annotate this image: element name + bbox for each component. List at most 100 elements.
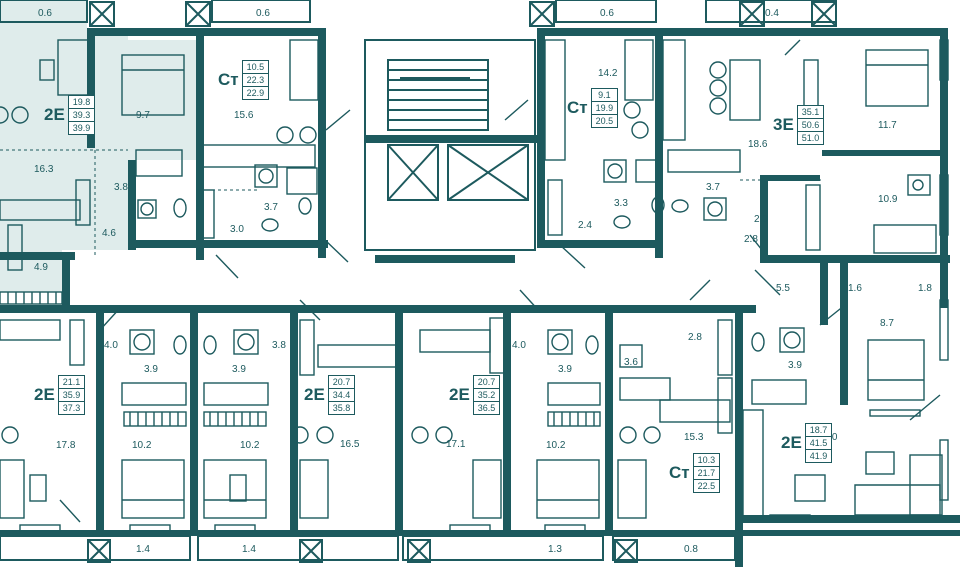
- living-area: 21.1: [58, 376, 85, 389]
- room-area-label: 2.8: [744, 234, 758, 245]
- apartment-type: 2Е: [304, 385, 325, 404]
- room-area-label: 3.9: [144, 364, 158, 375]
- room-area-label: 10.2: [546, 440, 566, 451]
- room-area-label: 3.7: [706, 182, 720, 193]
- room-area-label: 1.4: [136, 544, 150, 555]
- gross-area: 36.5: [477, 403, 496, 413]
- apartment-type: Ст: [567, 98, 588, 117]
- total-area: 19.9: [591, 102, 618, 115]
- apartment-areas: 35.1 50.6 51.0: [796, 105, 825, 145]
- total-area: 22.3: [242, 74, 269, 87]
- room-area-label: 3.9: [232, 364, 246, 375]
- living-area: 19.8: [68, 96, 95, 109]
- apartment-type: 3Е: [773, 115, 794, 134]
- living-area: 20.7: [328, 376, 355, 389]
- room-area-label: 4.0: [512, 340, 526, 351]
- total-area: 41.5: [805, 437, 832, 450]
- room-area-label: 15.6: [234, 110, 254, 121]
- apartment-type: Ст: [669, 463, 690, 482]
- room-area-label: 4.6: [102, 228, 116, 239]
- walls: [0, 28, 960, 567]
- apartment-areas: 18.7 41.5 41.9: [804, 423, 833, 463]
- room-area-label: 0.6: [256, 8, 270, 19]
- doors: [59, 39, 941, 523]
- room-area-labels: 0.6 0.6 0.6 0.4 9.7 16.3 3.8 4.6 4.9 15.6 3.7 3.0 14…: [34, 8, 932, 555]
- gross-area: 20.5: [595, 116, 614, 126]
- apartment-tag-ct-a3[interactable]: Ст 9.1 19.9 20.5: [567, 88, 619, 128]
- stairwell-core: [364, 39, 540, 251]
- apartment-tag-2e-a5[interactable]: 2Е 21.1 35.9 37.3: [34, 375, 86, 415]
- gross-area: 39.9: [72, 123, 91, 133]
- apartment-tag-ct-a2[interactable]: Ст 10.5 22.3 22.9: [218, 60, 270, 100]
- room-area-label: 15.3: [684, 432, 704, 443]
- apartment-tag-3e-a4[interactable]: 3Е 35.1 50.6 51.0: [773, 105, 825, 145]
- apartment-type: Ст: [218, 70, 239, 89]
- room-area-label: 10.2: [132, 440, 152, 451]
- highlighted-apartment[interactable]: [0, 0, 196, 292]
- room-area-label: 2.9: [754, 214, 768, 225]
- balconies-bottom: [0, 535, 736, 563]
- bathroom-fixtures: [121, 149, 807, 406]
- balconies-top: [0, 0, 837, 27]
- room-area-label: 17.8: [56, 440, 76, 451]
- apartment-type: 2Е: [449, 385, 470, 404]
- apartment-type: 2Е: [44, 105, 65, 124]
- room-area-label: 3.7: [264, 202, 278, 213]
- apartment-type: 2Е: [34, 385, 55, 404]
- room-area-label: 1.6: [848, 283, 862, 294]
- apartment-tag-2e-a6[interactable]: 2Е 20.7 34.4 35.8: [304, 375, 356, 415]
- living-area: 35.1: [797, 106, 824, 119]
- room-area-label: 0.4: [765, 8, 779, 19]
- room-area-label: 1.8: [918, 283, 932, 294]
- room-area-label: 1.3: [548, 544, 562, 555]
- apartment-tag-2e-a7[interactable]: 2Е 20.7 35.2 36.5: [449, 375, 501, 415]
- room-area-label: 3.3: [614, 198, 628, 209]
- room-area-label: 3.9: [788, 360, 802, 371]
- living-area: 20.7: [473, 376, 500, 389]
- gross-area: 22.9: [246, 88, 265, 98]
- apartment-tag-2e-a9[interactable]: 2Е 18.7 41.5 41.9: [781, 423, 833, 463]
- room-area-label: 9.7: [136, 110, 150, 121]
- room-area-label: 8.7: [880, 318, 894, 329]
- apartment-areas: 10.3 21.7 22.5: [692, 453, 721, 493]
- gross-area: 41.9: [809, 451, 828, 461]
- room-area-label: 16.5: [340, 439, 360, 450]
- room-area-label: 3.9: [558, 364, 572, 375]
- apartment-areas: 19.8 39.3 39.9: [67, 95, 96, 135]
- apartment-areas: 20.7 34.4 35.8: [327, 375, 356, 415]
- gross-area: 22.5: [697, 481, 716, 491]
- apartment-tag-ct-a8[interactable]: Ст 10.3 21.7 22.5: [669, 453, 721, 493]
- living-area: 9.1: [591, 89, 618, 102]
- apartment-areas: 10.5 22.3 22.9: [241, 60, 270, 100]
- apartment-areas: 9.1 19.9 20.5: [590, 88, 619, 128]
- room-area-label: 2.4: [578, 220, 592, 231]
- room-area-label: 16.3: [34, 164, 54, 175]
- living-area: 18.7: [805, 424, 832, 437]
- room-area-label: 0.6: [600, 8, 614, 19]
- room-area-label: 0.6: [38, 8, 52, 19]
- apartment-tag-2e-a1[interactable]: 2Е 19.8 39.3 39.9: [44, 95, 96, 135]
- room-area-label: 4.0: [104, 340, 118, 351]
- room-area-label: 17.1: [446, 439, 466, 450]
- living-area: 10.3: [693, 454, 720, 467]
- apartment-areas: 20.7 35.2 36.5: [472, 375, 501, 415]
- total-area: 39.3: [68, 109, 95, 122]
- room-area-label: 3.8: [114, 182, 128, 193]
- total-area: 21.7: [693, 467, 720, 480]
- room-area-label: 1.4: [242, 544, 256, 555]
- room-area-label: 4.9: [34, 262, 48, 273]
- room-area-label: 3.0: [230, 224, 244, 235]
- room-area-label: 18.6: [748, 139, 768, 150]
- room-area-label: 14.2: [598, 68, 618, 79]
- furniture: [0, 39, 943, 519]
- kitchens: [0, 39, 764, 521]
- room-area-label: 11.7: [878, 120, 897, 131]
- room-area-label: 10.2: [240, 440, 260, 451]
- living-area: 10.5: [242, 61, 269, 74]
- gross-area: 51.0: [801, 133, 820, 143]
- total-area: 34.4: [328, 389, 355, 402]
- apartment-type: 2Е: [781, 433, 802, 452]
- gross-area: 37.3: [62, 403, 81, 413]
- room-area-label: 5.5: [776, 283, 790, 294]
